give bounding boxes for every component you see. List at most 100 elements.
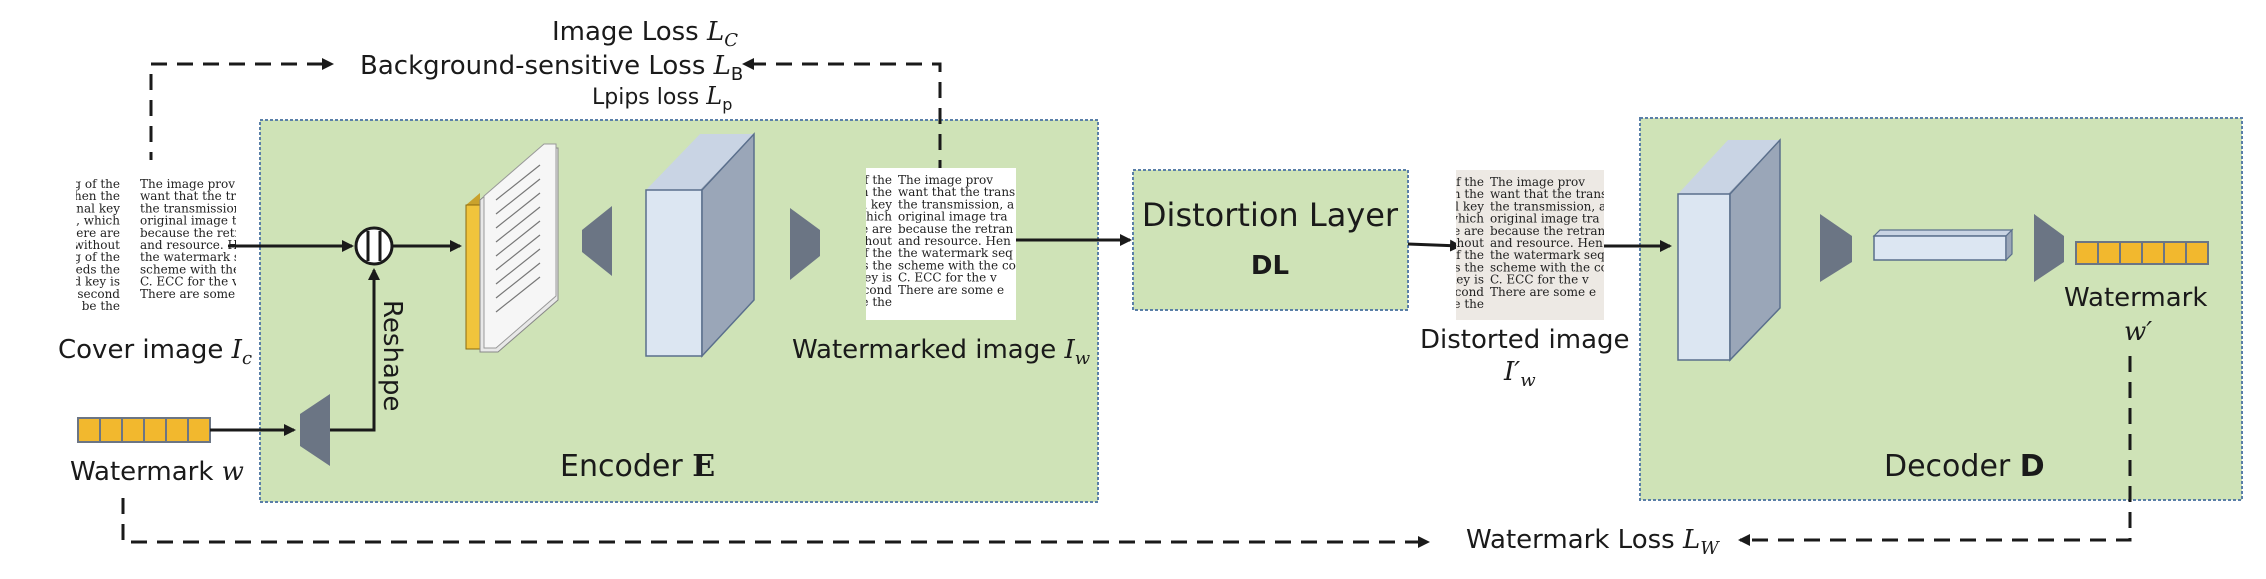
- encoder-label: Encoder E: [560, 449, 715, 484]
- document-text-line: scheme with the co: [140, 262, 258, 276]
- document-text-line: eeds the: [1432, 260, 1484, 274]
- distortion-to-distorted-arrow: [1407, 239, 1462, 252]
- document-text-line: The image prov: [140, 177, 235, 191]
- watermarked-image-label: Watermarked image Iw: [792, 335, 1091, 369]
- watermark-output-symbol: w′: [2124, 317, 2152, 347]
- document-text-line: and resource. Hen: [898, 234, 1011, 248]
- encoder-conv-block-icon: [645, 132, 755, 358]
- cover-image-label: Cover image Ic: [58, 335, 252, 369]
- document-text-line: here are: [841, 222, 892, 236]
- document-text-line: eeds the: [840, 258, 892, 272]
- document-text-line: second: [77, 287, 120, 301]
- reshape-trapezoid-icon: [300, 394, 330, 466]
- document-text-line: and resource. Hen: [140, 238, 253, 252]
- document-text-line: C. ECC for the v: [140, 275, 239, 289]
- document-text-line: ginal key: [837, 197, 892, 211]
- reshape-label: Reshape: [377, 300, 407, 411]
- document-text-line: be the: [854, 295, 892, 309]
- decoder-label: Decoder D: [1884, 449, 2045, 484]
- encoder-downsample-trapezoid-icon: [582, 206, 612, 276]
- encoder-upsample-trapezoid-icon: [790, 208, 820, 280]
- distortion-layer-box: [1132, 169, 1409, 311]
- document-text-line: the transmission, a: [898, 197, 1014, 211]
- document-text-line: the watermark seq: [1490, 248, 1605, 262]
- document-text-line: original image tra: [140, 214, 250, 228]
- distortion-layer-title: Distortion Layer: [1142, 196, 1399, 234]
- document-text-line: C. ECC for the v: [1490, 273, 1589, 287]
- watermark-loss-label: Watermark Loss LW: [1466, 525, 1720, 559]
- document-text-line: C. ECC for the v: [898, 271, 997, 285]
- document-text-line: hen the: [846, 185, 892, 199]
- document-text-line: because the retran: [898, 222, 1013, 236]
- cover-to-loss-dashed-arrow: [149, 58, 334, 168]
- document-text-line: hen the: [1438, 187, 1484, 201]
- watermark-input-bits: [77, 417, 211, 443]
- document-text-line: s, which: [70, 214, 120, 228]
- concat-operator-icon: [354, 226, 394, 266]
- watermark-in-to-loss-dashed-arrow: [121, 498, 1430, 548]
- svg-text:Lpips loss Lp: Lpips loss Lp: [592, 82, 732, 114]
- document-text-line: g of the: [1437, 175, 1484, 189]
- watermark-out-to-loss-dashed-arrow: [1738, 356, 2132, 546]
- document-text-line: because the retran: [140, 226, 255, 240]
- document-text-line: without: [846, 234, 893, 248]
- document-text-line: the transmission, a: [1490, 199, 1606, 213]
- document-text-line: be the: [82, 299, 120, 313]
- watermark-output-label: Watermark: [2064, 283, 2207, 313]
- background-sensitive-loss-label: Background-sensitive Loss LB: [360, 51, 743, 85]
- document-text-line: eeds the: [68, 262, 120, 276]
- document-text-line: want that the trans: [1490, 187, 1607, 201]
- document-text-line: and resource. Hen: [1490, 236, 1603, 250]
- document-text-line: here are: [69, 226, 120, 240]
- document-text-line: There are some e: [898, 283, 1004, 297]
- decoder-conv-block-icon: [1677, 138, 1781, 362]
- watermark-input-label: Watermark w: [70, 457, 244, 487]
- lpips-loss-label: Lpips loss Lp: [592, 82, 732, 114]
- watermark-output-bits: [2075, 241, 2209, 265]
- document-text-line: ng of the: [66, 250, 120, 264]
- document-text-line: d key is: [1438, 273, 1484, 287]
- distortion-layer-abbr: DL: [1251, 251, 1289, 281]
- decoder-downsample-trapezoid-icon: [1820, 214, 1852, 282]
- svg-text:Watermarked image Iw: Watermarked image Iw: [792, 335, 1091, 369]
- svg-text:Watermark w: Watermark w: [70, 457, 244, 487]
- document-text-line: original image tra: [1490, 212, 1600, 226]
- distorted-image-label: Distorted image I′w: [1420, 325, 1630, 391]
- svg-text:I′w: I′w: [1503, 357, 1536, 391]
- document-text-line: second: [849, 283, 892, 297]
- document-text-line: the watermark seq: [140, 250, 255, 264]
- image-loss-label: Image Loss LC: [552, 17, 738, 51]
- reshape-to-concat-arrow: [330, 268, 380, 432]
- svg-text:Encoder E: Encoder E: [560, 449, 715, 484]
- document-text-line: ginal key: [1429, 199, 1484, 213]
- document-text-line: g of the: [73, 177, 120, 191]
- svg-text:Watermark Loss LW: Watermark Loss LW: [1466, 525, 1720, 559]
- document-text-line: d key is: [846, 271, 892, 285]
- svg-text:Image Loss LC: Image Loss LC: [552, 17, 738, 51]
- document-text-line: ng of the: [1430, 248, 1484, 262]
- document-text-line: scheme with the co: [898, 258, 1016, 272]
- document-text-line: because the retran: [1490, 224, 1605, 238]
- document-text-line: hen the: [74, 189, 120, 203]
- svg-text:Background-sensitive Loss LB: Background-sensitive Loss LB: [360, 51, 743, 85]
- document-text-line: The image prov: [1490, 175, 1585, 189]
- svg-text:Cover image Ic: Cover image Ic: [58, 335, 252, 369]
- document-text-line: g of the: [845, 173, 892, 187]
- document-text-line: the transmission, a: [140, 201, 256, 215]
- document-text-line: want that the trans: [140, 189, 257, 203]
- document-text-line: The image prov: [898, 173, 993, 187]
- svg-text:Distorted image: Distorted image: [1420, 325, 1630, 355]
- decoder-flat-feature-icon: [1872, 228, 2014, 262]
- document-text-line: here are: [1433, 224, 1484, 238]
- document-text-line: without: [1438, 236, 1485, 250]
- document-text-line: ginal key: [65, 201, 120, 215]
- document-text-line: want that the trans: [898, 185, 1015, 199]
- document-text-line: ng of the: [838, 246, 892, 260]
- document-text-line: d key is: [74, 275, 120, 289]
- document-text-line: There are some e: [1490, 285, 1596, 299]
- document-text-line: original image tra: [898, 210, 1008, 224]
- watermarked-to-loss-dashed-arrow: [742, 58, 942, 176]
